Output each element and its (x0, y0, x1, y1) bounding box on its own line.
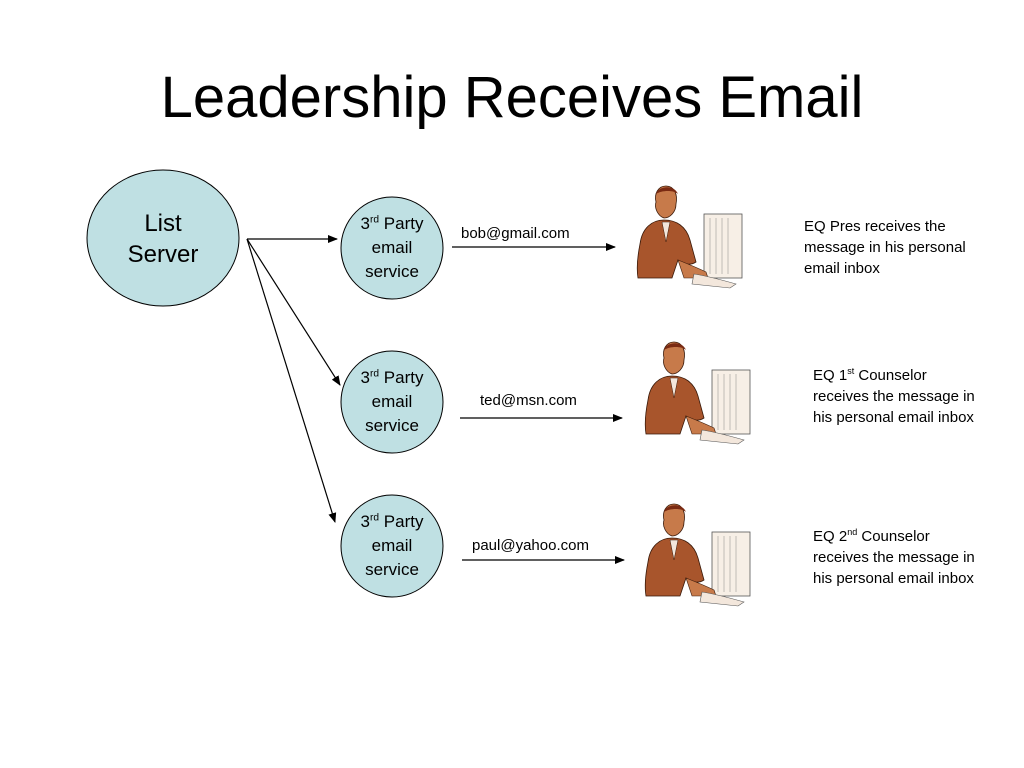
service-line3: service (365, 262, 419, 281)
email-address-2: ted@msn.com (480, 392, 577, 409)
recipient-line2: receives the message in (813, 549, 975, 566)
person-at-computer-icon (644, 503, 751, 607)
recipient-line1: EQ Pres receives the (804, 218, 946, 235)
recipient-description-2: EQ 1st Counselor receives the message in… (813, 365, 1013, 428)
service-ordinal: 3 (360, 512, 370, 531)
recipient-line2: message in his personal (804, 239, 966, 256)
recipient-line1-post: Counselor (857, 528, 930, 545)
service-party: Party (383, 214, 424, 233)
service-line3: service (365, 416, 419, 435)
service-party: Party (383, 512, 424, 531)
recipient-line3: email inbox (804, 260, 880, 277)
service-line2: email (371, 392, 413, 411)
email-service-label-2: 3rd Party email service (340, 350, 444, 454)
email-service-node-3 (340, 494, 444, 598)
service-line3: service (365, 560, 419, 579)
service-line2: email (371, 536, 413, 555)
arrow-server-to-service-2 (246, 238, 341, 386)
recipient-line2: receives the message in (813, 388, 975, 405)
list-server-line2: Server (127, 240, 199, 268)
arrow-server-to-service-3 (246, 238, 337, 523)
recipient-line1-pre: EQ 2 (813, 528, 848, 545)
email-address-3: paul@yahoo.com (472, 537, 589, 554)
service-party: Party (383, 368, 424, 387)
recipient-line1-pre: EQ 1 (813, 367, 848, 384)
recipient-line1-post: Counselor (854, 367, 927, 384)
list-server-line1: List (144, 209, 182, 237)
service-ordinal: 3 (360, 368, 370, 387)
recipient-ordinal-suffix: st (847, 366, 855, 376)
service-ordinal: 3 (360, 214, 370, 233)
email-service-label-3: 3rd Party email service (340, 494, 444, 598)
email-service-label-1: 3rd Party email service (340, 196, 444, 300)
recipient-line3: his personal email inbox (813, 570, 974, 587)
person-at-computer-icon (644, 341, 751, 445)
email-address-1: bob@gmail.com (461, 225, 570, 242)
list-server-node (86, 169, 240, 307)
email-service-node-2 (340, 350, 444, 454)
slide-title: Leadership Receives Email (160, 65, 864, 130)
recipient-description-3: EQ 2nd Counselor receives the message in… (813, 526, 1013, 589)
person-at-computer-icon (636, 185, 743, 289)
service-ordinal-suffix: rd (369, 368, 380, 380)
service-ordinal-suffix: rd (369, 214, 380, 226)
recipient-description-1: EQ Pres receives the message in his pers… (804, 216, 1004, 279)
recipient-ordinal-suffix: nd (847, 527, 858, 537)
email-service-node-1 (340, 196, 444, 300)
service-line2: email (371, 238, 413, 257)
recipient-line3: his personal email inbox (813, 409, 974, 426)
service-ordinal-suffix: rd (369, 512, 380, 524)
list-server-label: List Server (86, 170, 240, 307)
